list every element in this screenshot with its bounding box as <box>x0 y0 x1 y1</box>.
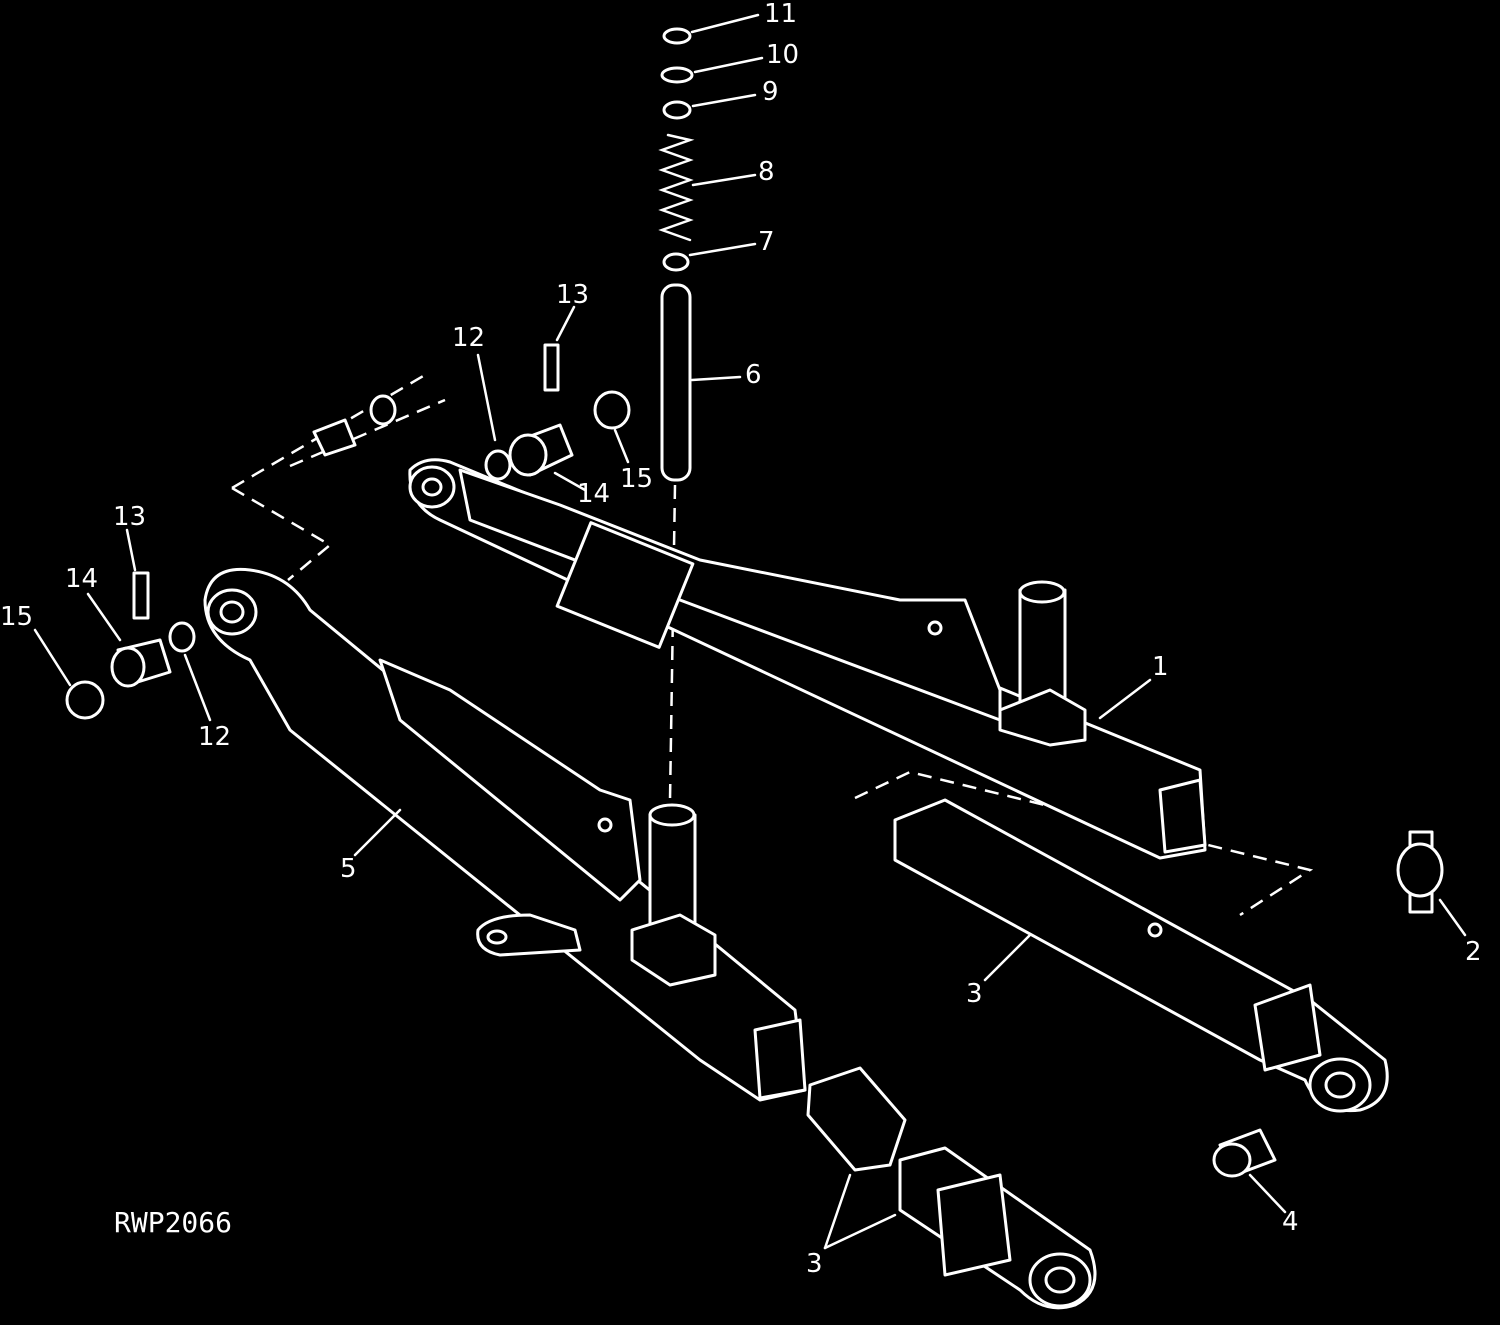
callout-14a: 14 <box>577 479 610 509</box>
callout-1: 1 <box>1152 652 1169 682</box>
callout-3b: 3 <box>806 1249 823 1279</box>
callout-6: 6 <box>745 360 762 390</box>
callout-8: 8 <box>758 157 775 187</box>
callout-13a: 13 <box>556 280 589 310</box>
figure-code: RWP2066 <box>114 1206 232 1239</box>
callout-5: 5 <box>340 854 357 884</box>
callout-2: 2 <box>1465 937 1482 967</box>
callout-15a: 15 <box>620 464 653 494</box>
extension-tube <box>806 1066 1097 1310</box>
callout-11: 11 <box>764 0 797 29</box>
leader-lines <box>33 13 1467 1250</box>
callout-7: 7 <box>758 227 775 257</box>
pin-stack <box>658 27 695 482</box>
callout-12b: 12 <box>198 722 231 752</box>
callout-3a: 3 <box>966 979 983 1009</box>
callout-13b: 13 <box>113 502 146 532</box>
lynch-pin <box>1396 830 1444 914</box>
upper-lift-link <box>408 458 1207 860</box>
callout-9: 9 <box>762 77 779 107</box>
callout-labels: 11 10 9 8 7 6 1 2 3 3 4 5 12 13 14 15 13… <box>0 0 1482 1279</box>
callout-10: 10 <box>766 40 799 70</box>
bushing <box>1212 1128 1277 1178</box>
callout-12a: 12 <box>452 323 485 353</box>
callout-15b: 15 <box>0 602 33 632</box>
pivot-hardware-lower <box>65 571 196 720</box>
link-extension <box>893 798 1389 1113</box>
callout-4: 4 <box>1282 1207 1299 1237</box>
pivot-hardware-upper <box>312 343 631 481</box>
callout-14b: 14 <box>65 564 98 594</box>
lower-lift-link <box>203 567 807 1102</box>
